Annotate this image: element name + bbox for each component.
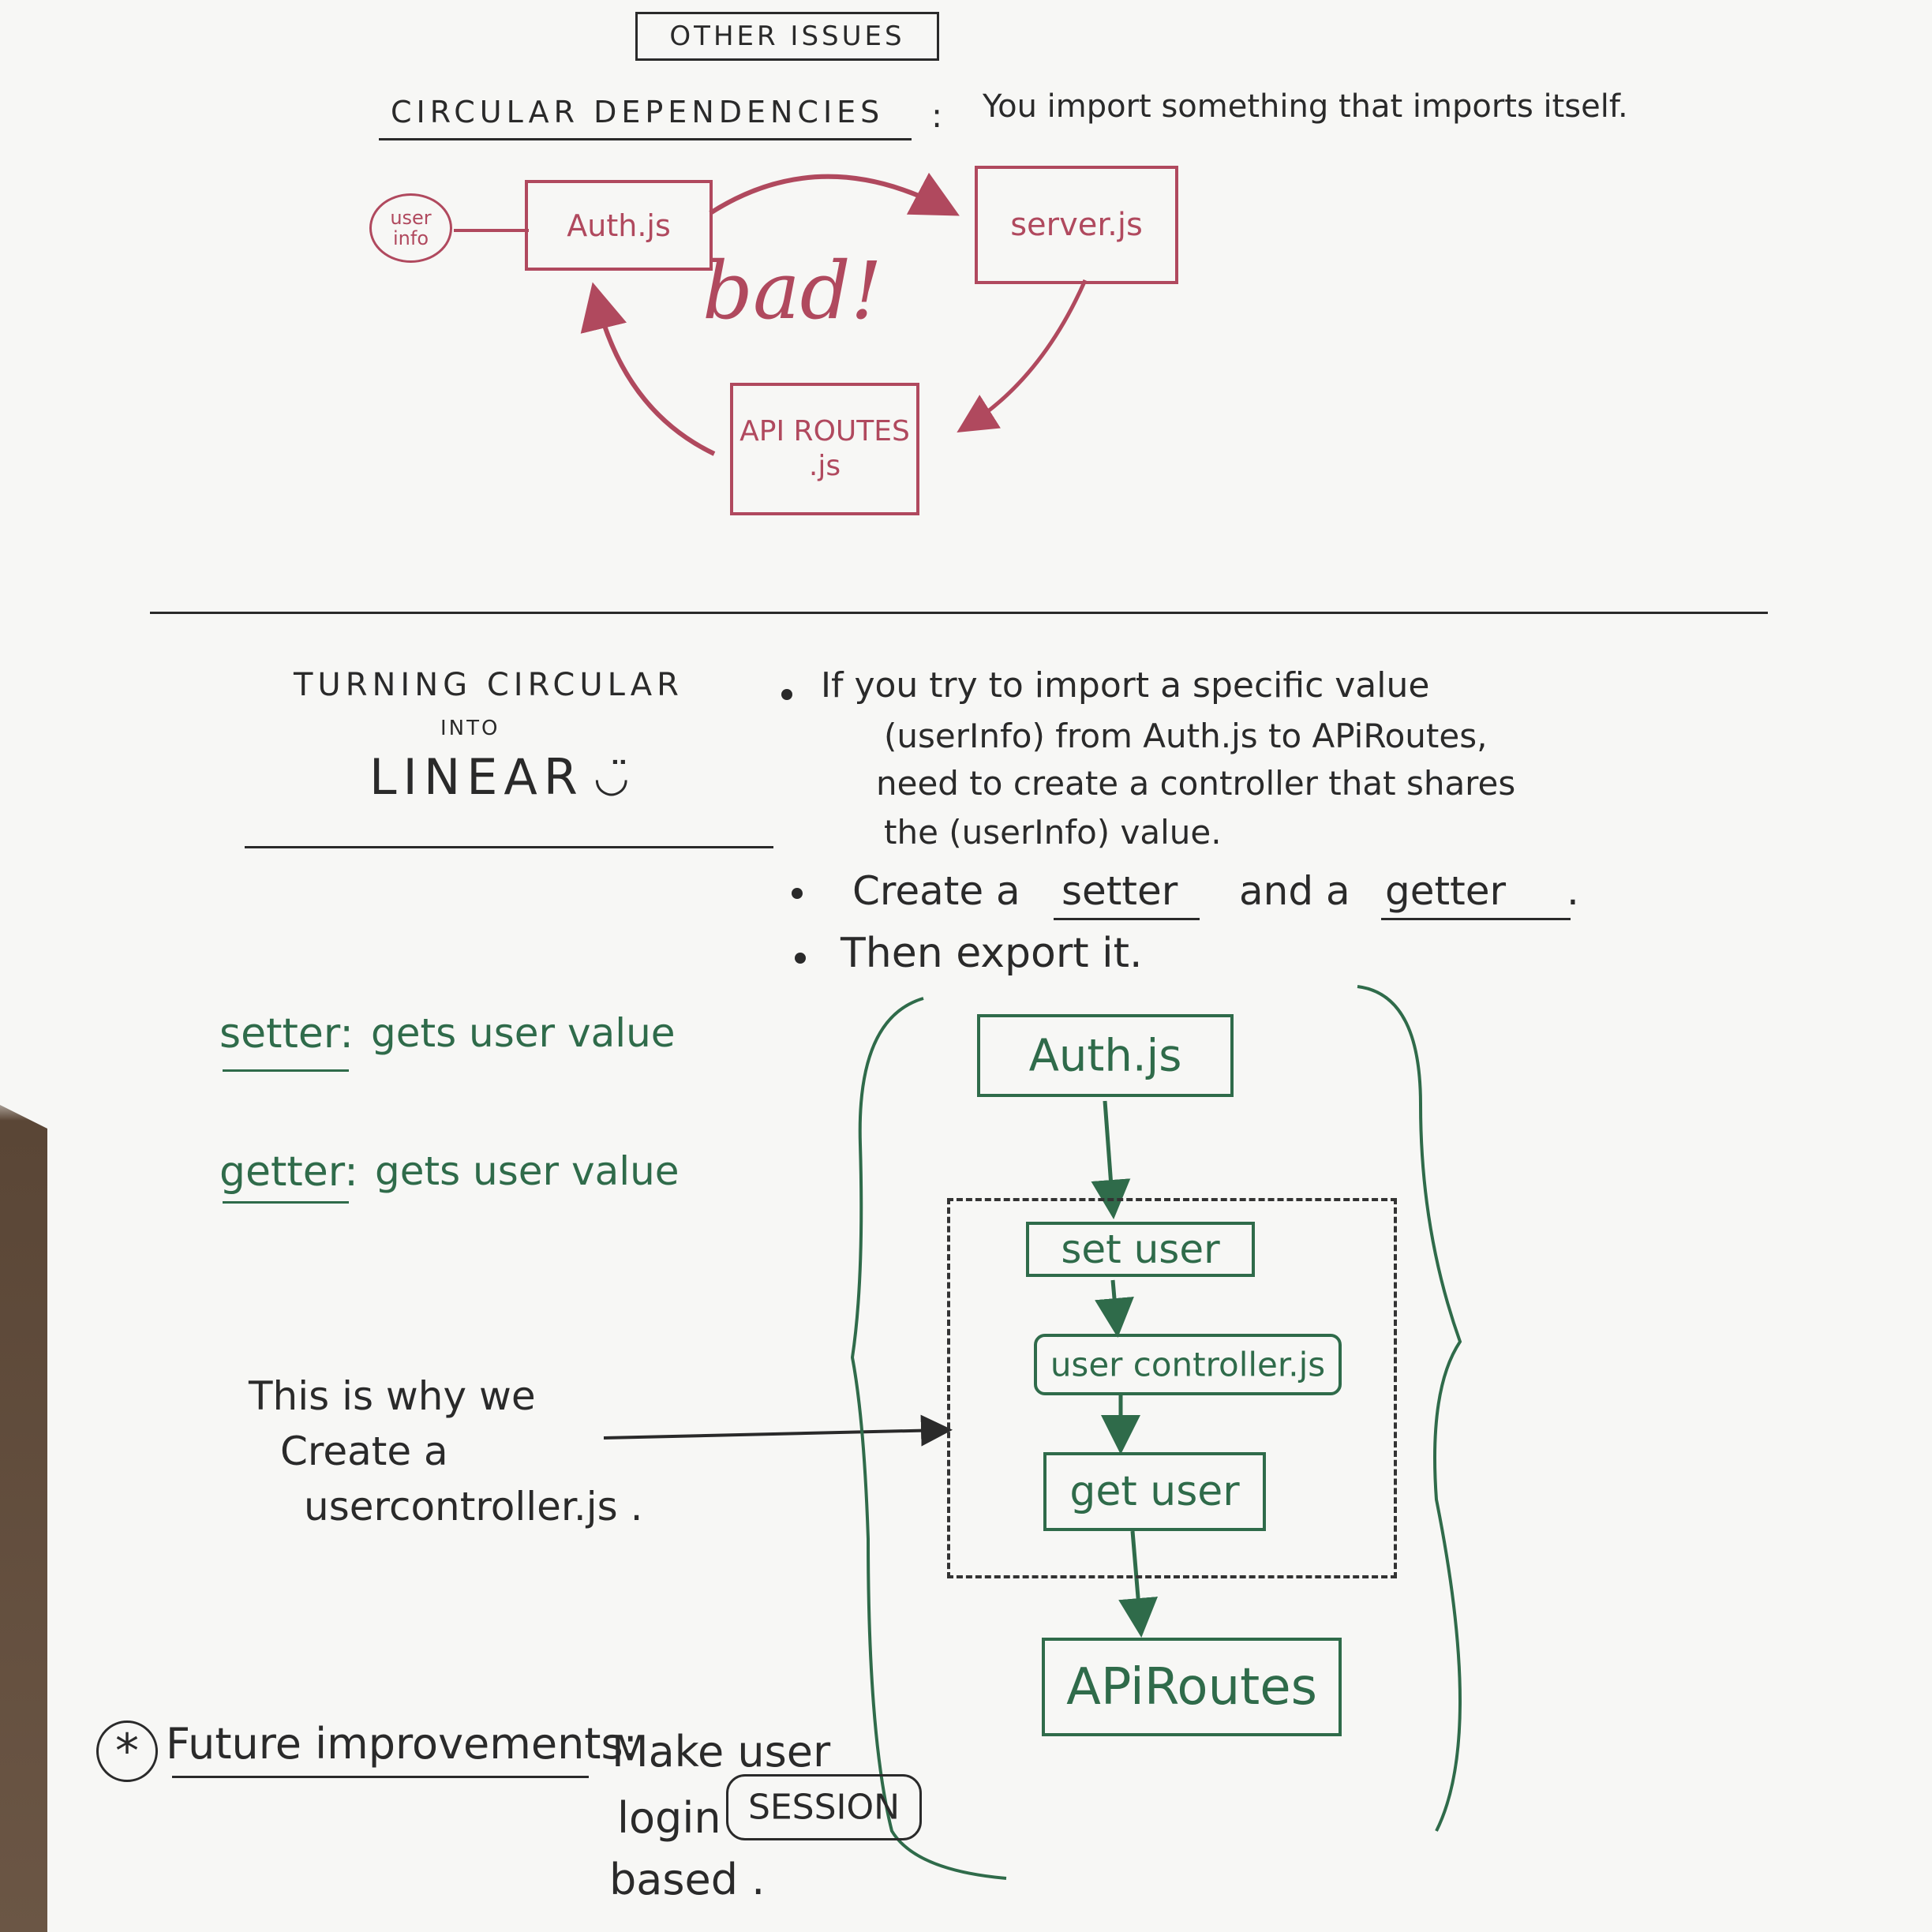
bullet1-line1: If you try to import a specific value [821, 665, 1430, 706]
flow-auth-label: Auth.js [1028, 1030, 1182, 1081]
flow-api-routes-label: APiRoutes [1066, 1657, 1317, 1717]
user-info-bubble: user info [369, 193, 452, 263]
bullet2-getter: getter [1385, 868, 1507, 914]
session-label: SESSION [747, 1787, 900, 1828]
session-box: SESSION [726, 1774, 922, 1840]
node-server-label: server.js [1010, 207, 1143, 243]
bullet1-line3: need to create a controller that shares [876, 764, 1516, 803]
circular-definition: You import something that imports itself… [983, 88, 1628, 125]
circular-colon: : [931, 96, 943, 135]
getter-term: getter: [219, 1148, 358, 1196]
bullet2-prefix: Create a [852, 868, 1020, 914]
bullet1-line2: (userInfo) from Auth.js to APiRoutes, [884, 717, 1488, 755]
bullet2-setter-underline [1054, 918, 1200, 920]
bullet3-text: Then export it. [841, 930, 1143, 977]
flow-set-user-label: set user [1061, 1226, 1220, 1272]
future-label: Future improvements: [166, 1719, 638, 1769]
node-auth-label: Auth.js [567, 208, 671, 243]
setter-desc: gets user value [371, 1010, 676, 1056]
bullet2-end: . [1567, 868, 1579, 914]
setter-term: setter: [219, 1010, 354, 1058]
flow-get-user-label: get user [1069, 1468, 1240, 1515]
note-line2: Create a [280, 1428, 448, 1474]
future-text3: based . [609, 1855, 766, 1904]
star-circle-icon: * [96, 1720, 158, 1782]
linear-heading-line1: TURNING CIRCULAR [294, 667, 683, 703]
bullet-dot-2 [792, 888, 803, 899]
linear-heading-into: INTO [440, 717, 500, 740]
node-auth: Auth.js [525, 180, 713, 271]
circular-heading-underline [379, 138, 912, 140]
linear-heading-line2: LINEAR [369, 748, 584, 806]
setter-term-underline [223, 1069, 349, 1072]
note-line1: This is why we [249, 1373, 536, 1419]
bullet-dot-1 [781, 689, 792, 700]
star-symbol: * [115, 1724, 139, 1779]
circular-heading: CIRCULAR DEPENDENCIES [391, 95, 885, 129]
bad-label: bad! [702, 245, 882, 337]
bullet2-getter-underline [1381, 918, 1571, 920]
note-line3: usercontroller.js . [304, 1484, 643, 1530]
bullet1-line4: the (userInfo) value. [884, 813, 1222, 852]
smiley-icon: ◡̈ [593, 754, 630, 801]
flow-user-controller-label: user controller.js [1050, 1345, 1326, 1384]
linear-heading-underline [245, 846, 773, 848]
flow-get-user: get user [1043, 1452, 1266, 1531]
future-text2: login [617, 1793, 721, 1843]
future-text1: Make user [612, 1727, 831, 1777]
flow-auth: Auth.js [977, 1014, 1234, 1097]
getter-desc: gets user value [375, 1148, 680, 1194]
node-api-routes: API ROUTES .js [730, 383, 919, 515]
flow-api-routes: APiRoutes [1042, 1638, 1342, 1736]
page-title: OTHER ISSUES [669, 21, 905, 52]
title-box: OTHER ISSUES [635, 12, 939, 61]
flow-user-controller: user controller.js [1034, 1334, 1342, 1395]
user-info-label: user info [390, 207, 432, 249]
bullet-dot-3 [795, 953, 806, 964]
future-label-underline [172, 1776, 589, 1778]
bullet2-setter: setter [1061, 868, 1178, 914]
getter-term-underline [223, 1201, 349, 1204]
section-divider [150, 612, 1768, 614]
flow-set-user: set user [1026, 1222, 1255, 1277]
node-server: server.js [975, 166, 1178, 284]
bullet2-mid: and a [1239, 868, 1350, 914]
node-api-routes-label: API ROUTES .js [739, 415, 910, 482]
controller-dashed-group [947, 1198, 1397, 1578]
